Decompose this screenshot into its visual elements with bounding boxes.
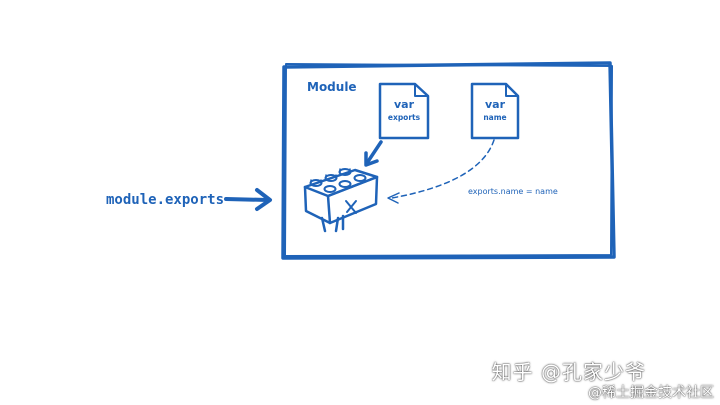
file-name-line2: name	[483, 113, 506, 122]
lego-brick-icon	[303, 168, 379, 233]
assignment-label: exports.name = name	[468, 187, 558, 196]
module-box	[281, 61, 616, 260]
file-name-line1: var	[485, 98, 506, 111]
file-exports-line1: var	[394, 98, 415, 111]
watermark-juejin: @稀土掘金技术社区	[588, 385, 714, 401]
left-label: module.exports	[106, 192, 224, 208]
file-exports-line2: exports	[388, 113, 421, 122]
file-exports-icon	[378, 82, 430, 140]
file-name-icon	[470, 82, 520, 140]
module-label: Module	[307, 80, 357, 94]
watermark-zhihu: 知乎 @孔家少爷	[491, 360, 646, 384]
exports-to-brick-arrow	[364, 140, 383, 167]
exports-arrow	[224, 188, 272, 211]
name-to-brick-dashed-arrow	[387, 139, 495, 204]
